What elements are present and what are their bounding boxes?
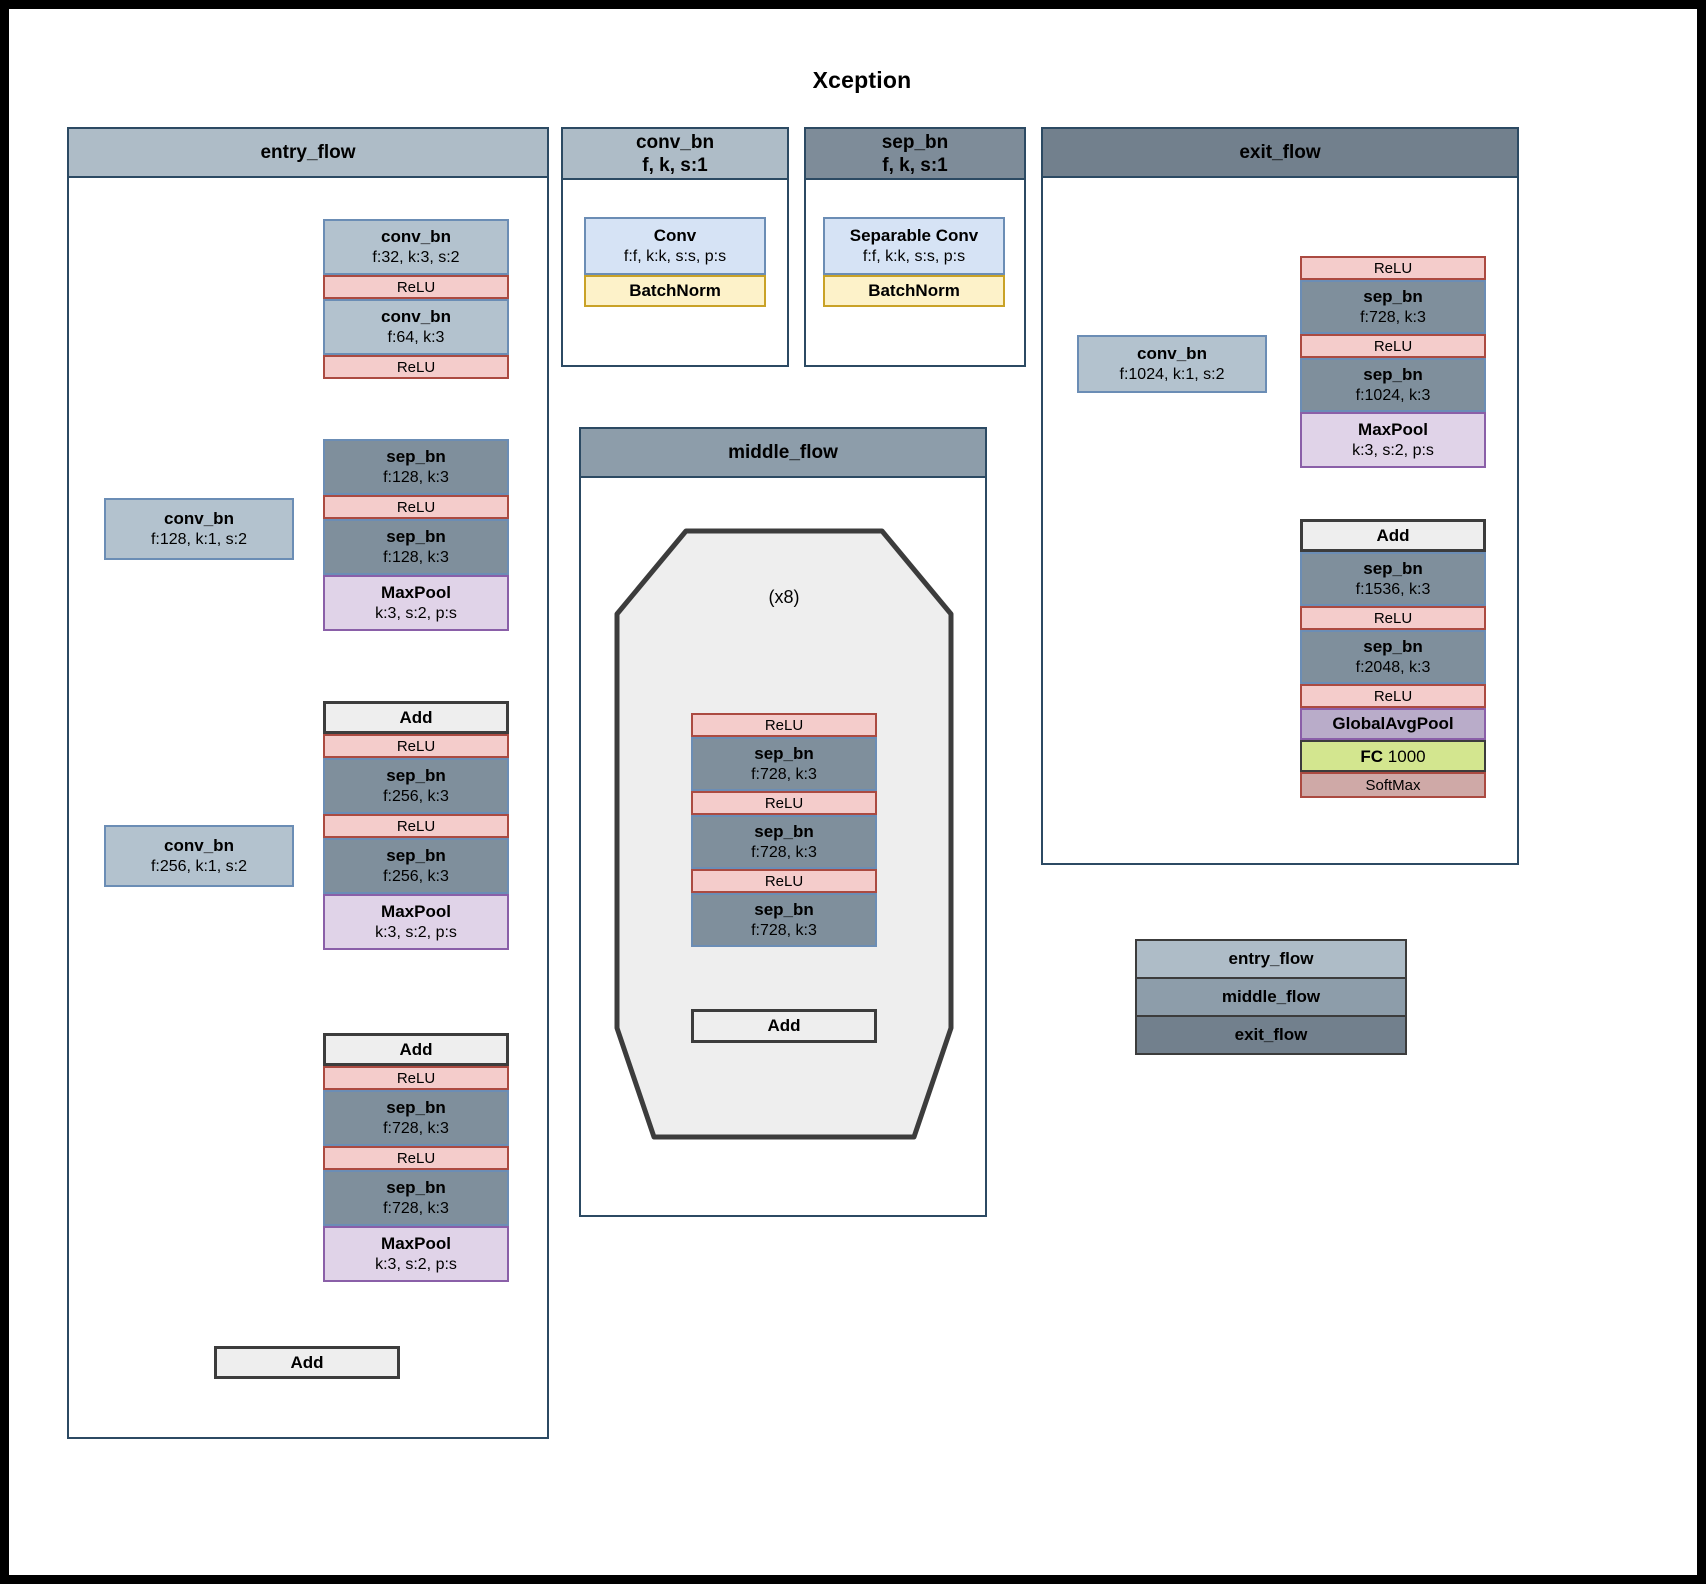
node-batchnorm[interactable]: BatchNorm (823, 275, 1005, 307)
flow-color-legend: entry_flow middle_flow exit_flow (1135, 939, 1407, 1055)
node-sep-bn[interactable]: sep_bn f:728, k:3 (323, 1090, 509, 1146)
conv-bn-definition-header: conv_bn f, k, s:1 (563, 129, 787, 180)
node-add[interactable]: Add (323, 701, 509, 734)
node-softmax[interactable]: SoftMax (1300, 772, 1486, 798)
sep-bn-definition-header: sep_bn f, k, s:1 (806, 129, 1024, 180)
exit-main-top-stack: ReLU sep_bn f:728, k:3 ReLU sep_bn f:102… (1300, 256, 1486, 468)
node-maxpool[interactable]: MaxPool k:3, s:2, p:s (323, 1226, 509, 1282)
node-conv-bn[interactable]: conv_bn f:32, k:3, s:2 (323, 219, 509, 275)
node-sep-bn[interactable]: sep_bn f:256, k:3 (323, 758, 509, 814)
node-add[interactable]: Add (323, 1033, 509, 1066)
node-maxpool[interactable]: MaxPool k:3, s:2, p:s (323, 575, 509, 631)
middle-flow-add[interactable]: Add (691, 1009, 877, 1043)
legend-item-exit-flow[interactable]: exit_flow (1135, 1017, 1407, 1055)
conv-bn-def-params: f, k, s:1 (642, 155, 708, 176)
node-sep-bn[interactable]: sep_bn f:728, k:3 (323, 1170, 509, 1226)
fc-units: 1000 (1387, 747, 1426, 766)
legend-label: exit_flow (1234, 1025, 1308, 1044)
node-sep-bn[interactable]: sep_bn f:728, k:3 (691, 815, 877, 869)
node-sep-bn[interactable]: sep_bn f:728, k:3 (691, 893, 877, 947)
node-relu[interactable]: ReLU (1300, 606, 1486, 630)
node-maxpool[interactable]: MaxPool k:3, s:2, p:s (323, 894, 509, 950)
fc-label: FC (1360, 747, 1384, 766)
legend-label: entry_flow (1228, 949, 1314, 968)
entry-block2-stack: sep_bn f:128, k:3 ReLU sep_bn f:128, k:3… (323, 439, 509, 631)
entry-block1-stack: conv_bn f:32, k:3, s:2 ReLU conv_bn f:64… (323, 219, 509, 379)
node-relu[interactable]: ReLU (323, 495, 509, 519)
node-add[interactable]: Add (1300, 519, 1486, 552)
node-sep-bn[interactable]: sep_bn f:128, k:3 (323, 439, 509, 495)
entry-flow-header: entry_flow (69, 129, 547, 178)
node-relu[interactable]: ReLU (323, 355, 509, 379)
entry-shortcut-conv-256[interactable]: conv_bn f:256, k:1, s:2 (104, 825, 294, 887)
page-title: Xception (812, 67, 912, 93)
node-sep-bn[interactable]: sep_bn f:2048, k:3 (1300, 630, 1486, 684)
middle-flow-header: middle_flow (581, 429, 985, 478)
legend-label: middle_flow (1221, 987, 1321, 1006)
exit-main-bottom-stack: Add sep_bn f:1536, k:3 ReLU sep_bn f:204… (1300, 519, 1486, 798)
entry-block3-stack: Add ReLU sep_bn f:256, k:3 ReLU sep_bn f… (323, 701, 509, 950)
exit-flow-header: exit_flow (1043, 129, 1517, 178)
legend-item-entry-flow[interactable]: entry_flow (1135, 939, 1407, 979)
node-relu[interactable]: ReLU (691, 791, 877, 815)
node-conv-bn[interactable]: conv_bn f:64, k:3 (323, 299, 509, 355)
node-relu[interactable]: ReLU (1300, 684, 1486, 708)
sep-bn-definition-stack: Separable Conv f:f, k:k, s:s, p:s BatchN… (823, 217, 1005, 307)
conv-bn-def-title: conv_bn (635, 132, 715, 153)
node-maxpool[interactable]: MaxPool k:3, s:2, p:s (1300, 412, 1486, 468)
node-relu[interactable]: ReLU (323, 1066, 509, 1090)
middle-flow-stack: ReLU sep_bn f:728, k:3 ReLU sep_bn f:728… (691, 713, 877, 947)
node-sep-bn[interactable]: sep_bn f:1024, k:3 (1300, 358, 1486, 412)
node-sep-bn[interactable]: sep_bn f:256, k:3 (323, 838, 509, 894)
node-sep-bn[interactable]: sep_bn f:1536, k:3 (1300, 552, 1486, 606)
node-sep-bn[interactable]: sep_bn f:728, k:3 (691, 737, 877, 791)
node-relu[interactable]: ReLU (323, 275, 509, 299)
node-relu[interactable]: ReLU (1300, 256, 1486, 280)
entry-shortcut-conv-128[interactable]: conv_bn f:128, k:1, s:2 (104, 498, 294, 560)
node-relu[interactable]: ReLU (323, 814, 509, 838)
node-conv[interactable]: Conv f:f, k:k, s:s, p:s (584, 217, 766, 275)
entry-block4-stack: Add ReLU sep_bn f:728, k:3 ReLU sep_bn f… (323, 1033, 509, 1282)
node-fc[interactable]: FC 1000 (1300, 740, 1486, 772)
conv-bn-definition-stack: Conv f:f, k:k, s:s, p:s BatchNorm (584, 217, 766, 307)
node-batchnorm[interactable]: BatchNorm (584, 275, 766, 307)
node-relu[interactable]: ReLU (1300, 334, 1486, 358)
node-sep-bn[interactable]: sep_bn f:128, k:3 (323, 519, 509, 575)
repeat-count-label: (x8) (768, 587, 800, 607)
node-relu[interactable]: ReLU (691, 713, 877, 737)
node-relu[interactable]: ReLU (323, 734, 509, 758)
node-separable-conv[interactable]: Separable Conv f:f, k:k, s:s, p:s (823, 217, 1005, 275)
legend-item-middle-flow[interactable]: middle_flow (1135, 979, 1407, 1017)
node-global-avg-pool[interactable]: GlobalAvgPool (1300, 708, 1486, 740)
sep-bn-def-title: sep_bn (881, 132, 949, 153)
entry-final-add[interactable]: Add (214, 1346, 400, 1379)
node-sep-bn[interactable]: sep_bn f:728, k:3 (1300, 280, 1486, 334)
node-relu[interactable]: ReLU (323, 1146, 509, 1170)
node-relu[interactable]: ReLU (691, 869, 877, 893)
sep-bn-def-params: f, k, s:1 (882, 155, 948, 176)
exit-shortcut-conv-1024[interactable]: conv_bn f:1024, k:1, s:2 (1077, 335, 1267, 393)
